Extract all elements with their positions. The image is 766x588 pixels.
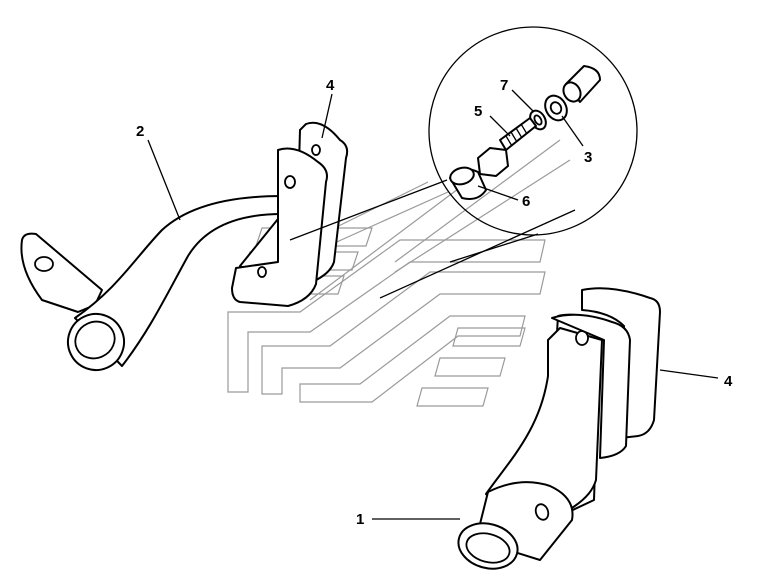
callout-4-upper: 4	[326, 77, 335, 94]
part-3-washer	[544, 94, 568, 122]
leader-line-6	[477, 185, 519, 201]
part-6-nut-cap	[449, 166, 487, 200]
part-5-bolt	[477, 117, 537, 177]
leader-line-4a	[321, 93, 333, 139]
leader-line-3	[561, 115, 584, 147]
leader-line-2	[147, 139, 181, 221]
bushing-sleeve	[562, 65, 601, 103]
leader-line-5	[489, 115, 511, 137]
hardware-detail-callout	[289, 26, 638, 299]
watermark-logo	[227, 139, 571, 407]
callout-4-lower: 4	[724, 373, 733, 390]
callout-7: 7	[500, 77, 508, 94]
callout-3: 3	[584, 149, 592, 166]
part-4-mounting-plates-upper	[231, 121, 349, 307]
callout-1: 1	[356, 511, 364, 528]
callout-5: 5	[474, 103, 482, 120]
callout-6: 6	[522, 193, 530, 210]
callout-2: 2	[136, 123, 144, 140]
part-1-curved-tube-bracket	[457, 313, 603, 570]
leader-line-7	[511, 89, 535, 113]
part-4-mounting-plates-lower	[551, 287, 661, 459]
leader-line-4b	[659, 369, 719, 379]
